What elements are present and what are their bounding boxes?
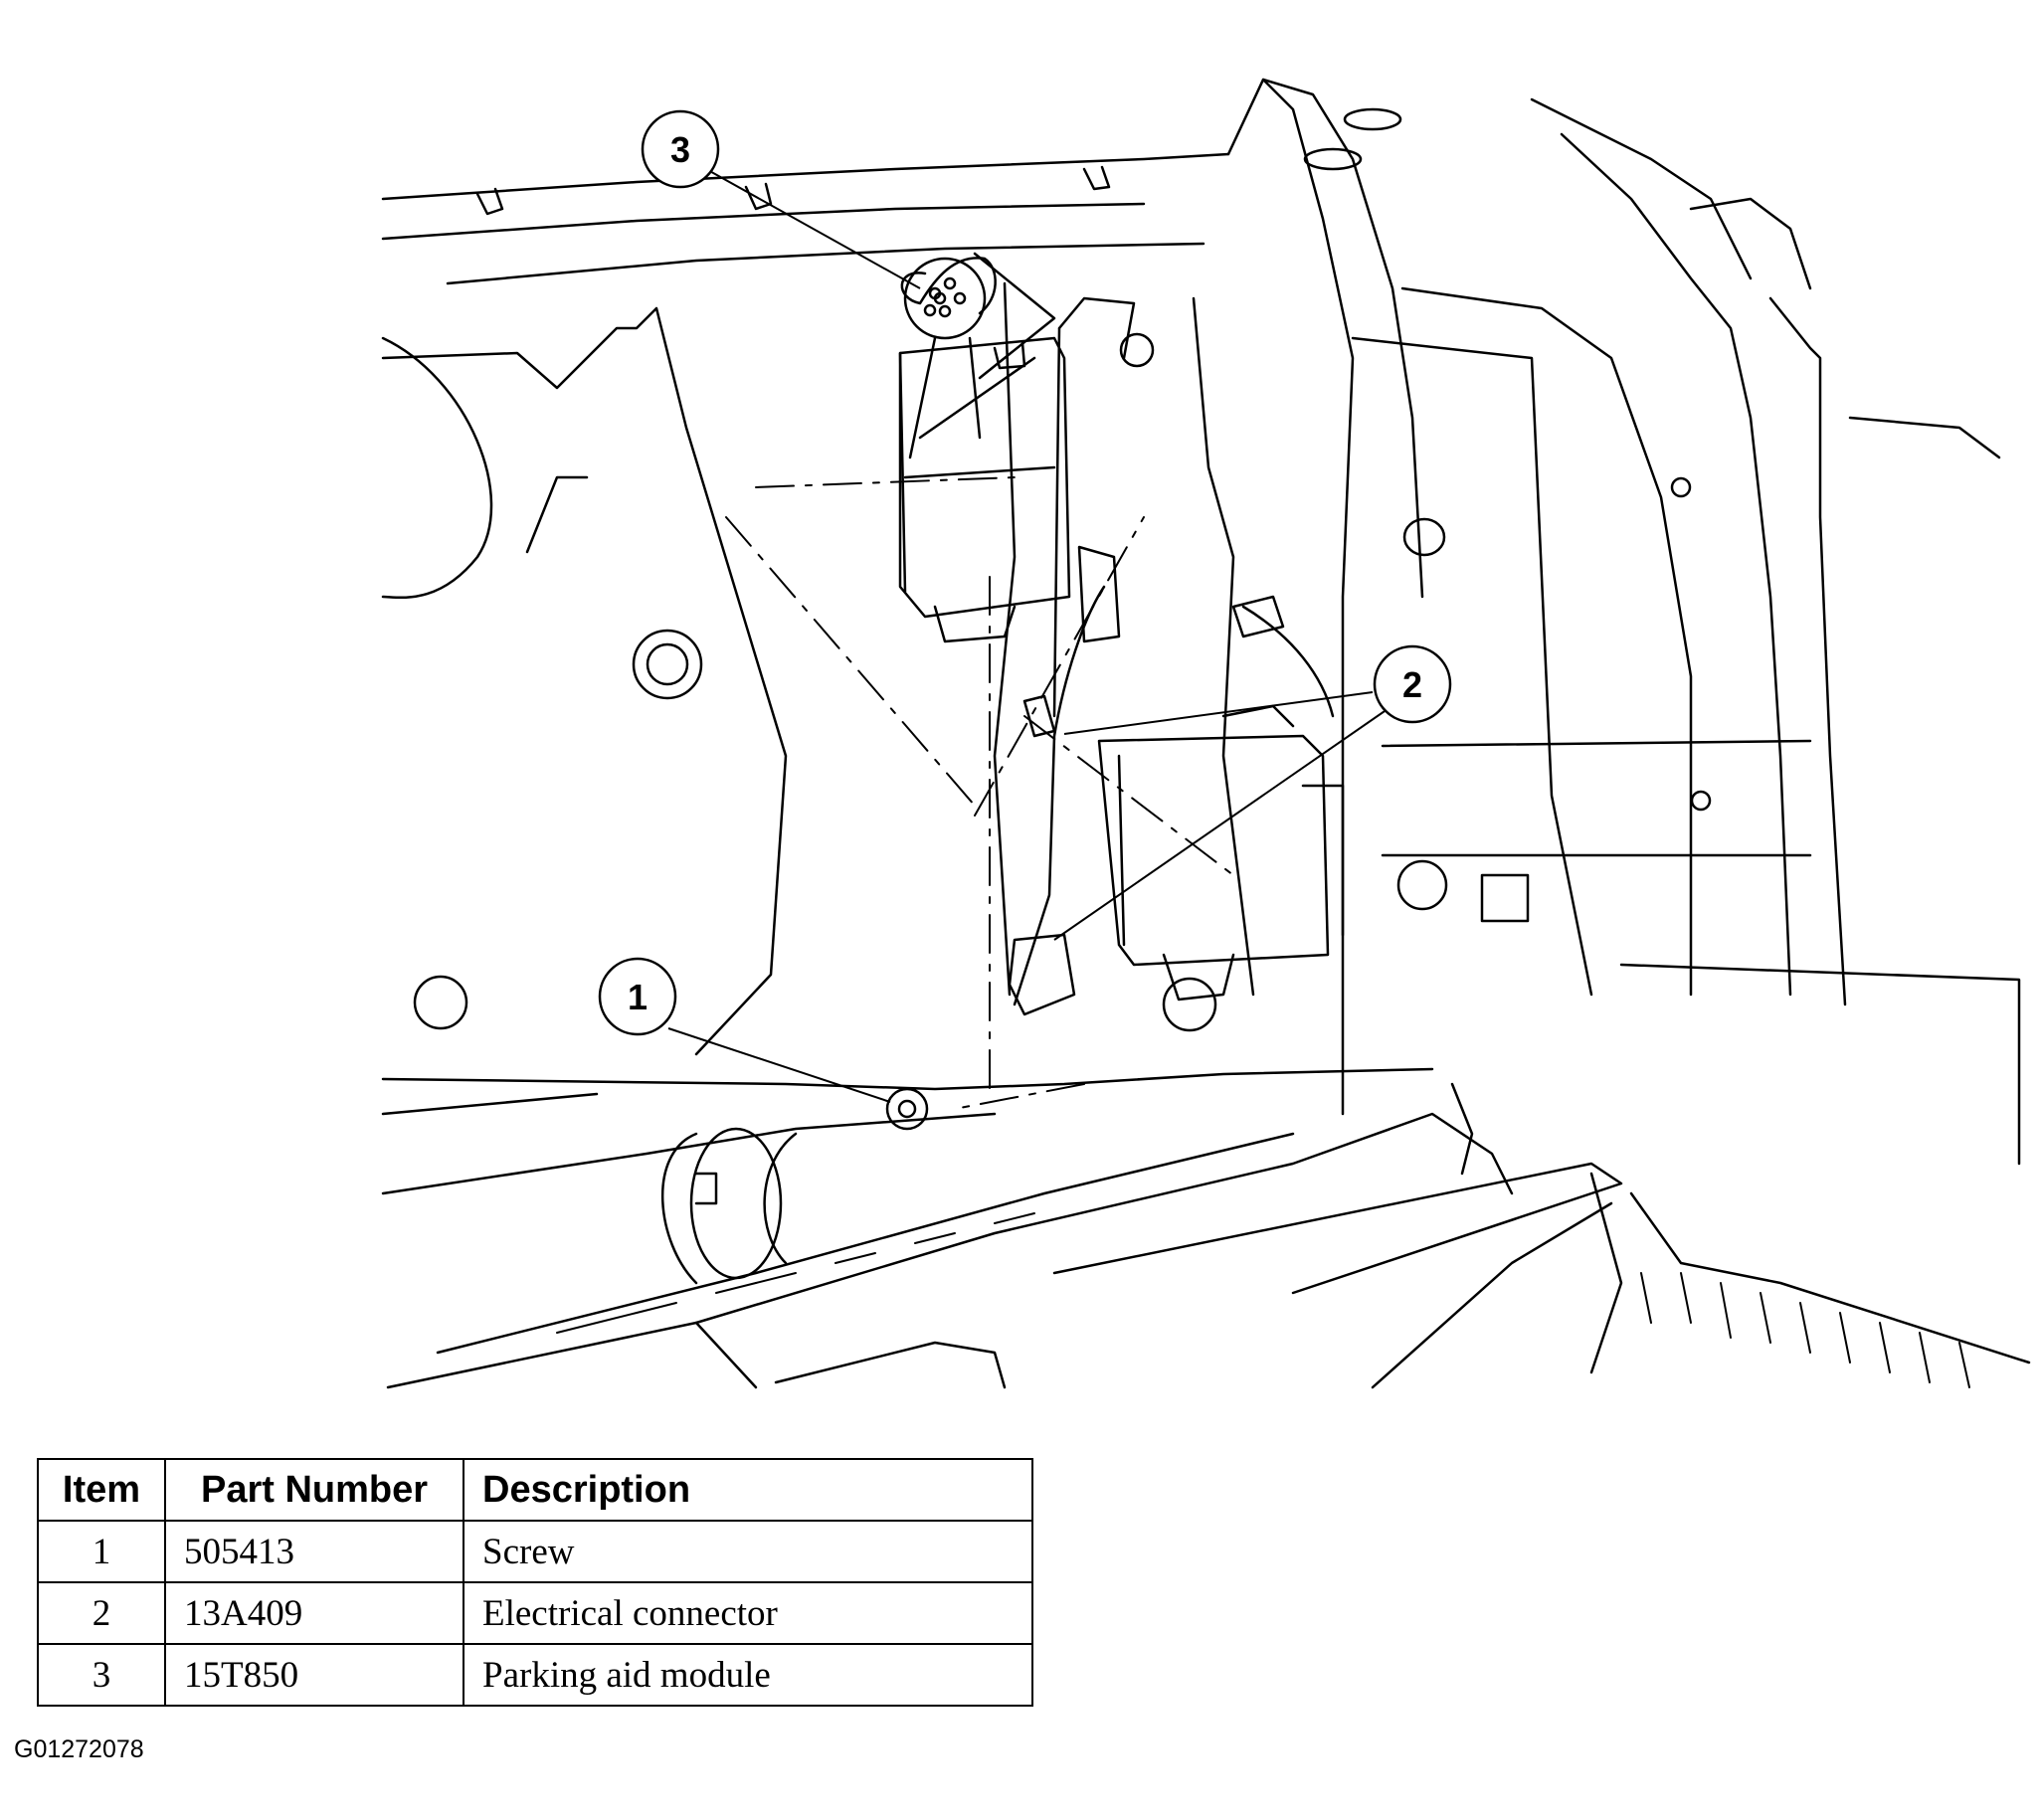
header-part-number: Part Number bbox=[164, 1458, 464, 1522]
table-row: 1 505413 Screw bbox=[37, 1520, 1033, 1583]
figure-id: G01272078 bbox=[14, 1735, 144, 1763]
leader-line-2a bbox=[1063, 691, 1374, 735]
control-module bbox=[1097, 704, 1345, 1001]
table-header-row: Item Part Number Description bbox=[37, 1458, 1033, 1522]
vehicle-interior-illustration: 3 2 1 bbox=[381, 78, 2031, 1389]
leader-line-2b bbox=[1053, 708, 1389, 941]
row-description: Parking aid module bbox=[463, 1643, 1033, 1707]
row-item: 2 bbox=[37, 1581, 166, 1645]
row-part-number: 15T850 bbox=[164, 1643, 464, 1707]
access-hole-left bbox=[632, 629, 703, 700]
leader-line-3 bbox=[705, 168, 921, 289]
header-description: Description bbox=[463, 1458, 1033, 1522]
row-description: Screw bbox=[463, 1520, 1033, 1583]
callout-3-label: 3 bbox=[670, 129, 690, 170]
screw-icon bbox=[885, 1087, 929, 1131]
row-description: Electrical connector bbox=[463, 1581, 1033, 1645]
parking-aid-module bbox=[898, 252, 1071, 643]
row-part-number: 13A409 bbox=[164, 1581, 464, 1645]
parts-table: Item Part Number Description 1 505413 Sc… bbox=[37, 1458, 1033, 1707]
rear-wall-panel bbox=[381, 306, 788, 1056]
cargo-floor bbox=[381, 1067, 1434, 1091]
upper-rail-lower bbox=[381, 202, 1146, 241]
callout-3: 3 bbox=[641, 109, 720, 189]
upper-rail bbox=[381, 152, 1230, 201]
leader-line-1 bbox=[667, 1027, 891, 1103]
header-item: Item bbox=[37, 1458, 166, 1522]
electrical-connector-round bbox=[900, 257, 997, 459]
row-part-number: 505413 bbox=[164, 1520, 464, 1583]
table-row: 2 13A409 Electrical connector bbox=[37, 1581, 1033, 1645]
row-item: 3 bbox=[37, 1643, 166, 1707]
callout-1-label: 1 bbox=[628, 977, 648, 1017]
row-item: 1 bbox=[37, 1520, 166, 1583]
callout-2: 2 bbox=[1373, 644, 1452, 724]
table-row: 3 15T850 Parking aid module bbox=[37, 1643, 1033, 1707]
callout-1: 1 bbox=[598, 957, 677, 1036]
callout-2-label: 2 bbox=[1402, 664, 1422, 705]
